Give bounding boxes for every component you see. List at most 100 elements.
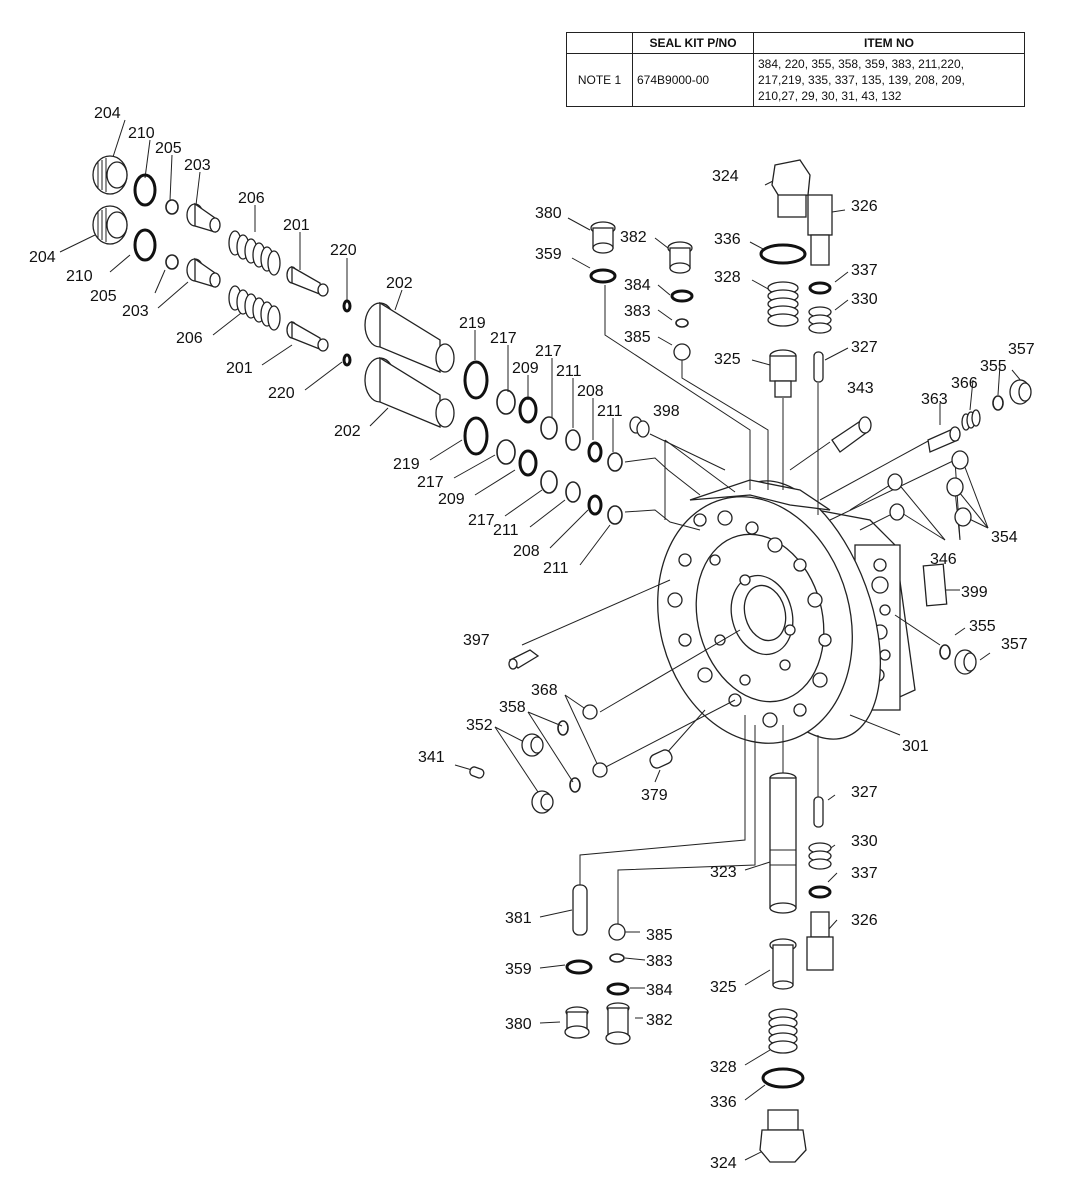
callout-326b: 326 <box>851 912 878 929</box>
bolt-hole <box>739 674 751 686</box>
o-ring-208-upper <box>587 441 603 463</box>
piston-201-lower <box>286 320 329 352</box>
port-hole <box>873 558 887 572</box>
plug-357-lower <box>954 649 977 675</box>
ring-358-upper <box>557 720 569 736</box>
bolt-hole <box>807 592 823 608</box>
seal-kit-table-header: SEAL KIT P/NO ITEM NO <box>566 32 1025 54</box>
bolt-hole <box>667 592 683 608</box>
pin-341 <box>469 766 485 779</box>
callout-208b: 208 <box>513 543 540 560</box>
ring-355-lower <box>939 644 951 660</box>
callout-204: 204 <box>94 105 121 122</box>
plugs-346 <box>887 473 905 521</box>
cap-325-lower <box>769 938 797 990</box>
seal-kit-table: SEAL KIT P/NO ITEM NO NOTE 1 674B9000-00… <box>566 32 1025 107</box>
callout-358: 358 <box>499 699 526 716</box>
ball-368-upper <box>582 704 598 720</box>
spring-366 <box>961 409 981 431</box>
lower-column-parts <box>564 772 834 1163</box>
callout-301: 301 <box>902 738 929 755</box>
plug-324-lower <box>759 1109 807 1163</box>
callout-337: 337 <box>851 262 878 279</box>
callout-205: 205 <box>155 140 182 157</box>
callout-202: 202 <box>386 275 413 292</box>
piston-363 <box>927 426 961 453</box>
seal-kit-table-row: NOTE 1 674B9000-00 384, 220, 355, 358, 3… <box>566 53 1025 107</box>
callout-379: 379 <box>641 787 668 804</box>
port-hole <box>871 576 889 594</box>
callout-204b: 204 <box>29 249 56 266</box>
callout-208: 208 <box>577 383 604 400</box>
callout-220b: 220 <box>268 385 295 402</box>
item-numbers-line-1: 384, 220, 355, 358, 359, 383, 211,220, <box>758 57 964 71</box>
item-numbers-line-2: 217,219, 335, 337, 135, 139, 208, 209, <box>758 73 965 87</box>
ball-385-lower <box>608 923 626 941</box>
o-ring-209-lower <box>518 449 538 477</box>
bolt-hole <box>709 554 721 566</box>
ring-205-upper <box>165 199 179 215</box>
o-ring-336-upper <box>759 243 807 265</box>
callout-330b: 330 <box>851 833 878 850</box>
callout-219: 219 <box>459 315 486 332</box>
bolt-hole <box>818 633 832 647</box>
valve-body-202-upper <box>364 301 455 373</box>
block-bore-inner <box>743 584 787 642</box>
callout-220: 220 <box>330 242 357 259</box>
spring-328-lower <box>768 1008 798 1054</box>
backup-ring-217-lower <box>496 439 516 465</box>
bolt-hole <box>739 574 751 586</box>
right-side-parts <box>887 379 1032 675</box>
callout-211c: 211 <box>597 403 623 420</box>
backup-ring-217b-lower <box>540 470 558 494</box>
callout-205b: 205 <box>90 288 117 305</box>
item-numbers-cell: 384, 220, 355, 358, 359, 383, 211,220, 2… <box>753 53 1025 107</box>
flange-bolt-holes <box>667 510 832 728</box>
callout-385b: 385 <box>646 927 673 944</box>
plug-352-upper <box>521 733 544 757</box>
callout-343: 343 <box>847 380 874 397</box>
callout-398: 398 <box>653 403 680 420</box>
callout-217c: 217 <box>535 343 562 360</box>
item-numbers-line-3: 210,27, 29, 30, 31, 43, 132 <box>758 89 902 103</box>
backup-ring-217-upper <box>496 389 516 415</box>
callout-382: 382 <box>620 229 647 246</box>
callout-384: 384 <box>624 277 651 294</box>
relief-valve-parts <box>92 155 650 525</box>
bolt-hole <box>678 633 692 647</box>
callout-labels: 204 210 205 203 206 201 220 204 210 205 … <box>29 105 1035 1172</box>
callout-341: 341 <box>418 749 445 766</box>
spool-323 <box>769 772 797 914</box>
backup-ring-217b-upper <box>540 416 558 440</box>
pin-379 <box>649 749 673 769</box>
callout-217d: 217 <box>468 512 495 529</box>
cap-325-upper <box>769 349 797 398</box>
callout-337b: 337 <box>851 865 878 882</box>
valve-body-202-lower <box>364 356 455 428</box>
callout-328: 328 <box>714 269 741 286</box>
backup-ring-211b-lower <box>607 505 623 525</box>
callout-330: 330 <box>851 291 878 308</box>
bolt-hole <box>812 672 828 688</box>
callout-399: 399 <box>961 584 988 601</box>
port-hole <box>879 604 891 616</box>
o-ring-209-upper <box>518 396 538 424</box>
poppet-203-upper <box>186 202 221 233</box>
callout-202b: 202 <box>334 423 361 440</box>
bolt-hole <box>762 712 778 728</box>
bolt-hole <box>678 553 692 567</box>
backup-ring-211b-upper <box>607 452 623 472</box>
pin-327-lower <box>813 796 824 828</box>
callout-211b: 211 <box>493 522 519 539</box>
o-ring-359-lower <box>565 959 593 975</box>
callout-203b: 203 <box>122 303 149 320</box>
bolt-hole <box>779 659 791 671</box>
bolt-hole <box>697 667 713 683</box>
callout-355: 355 <box>980 358 1007 375</box>
callout-324b: 324 <box>710 1155 737 1172</box>
ring-383-upper <box>675 318 689 328</box>
bolt-hole <box>693 513 707 527</box>
callout-201b: 201 <box>226 360 253 377</box>
bolt-hole <box>793 703 807 717</box>
